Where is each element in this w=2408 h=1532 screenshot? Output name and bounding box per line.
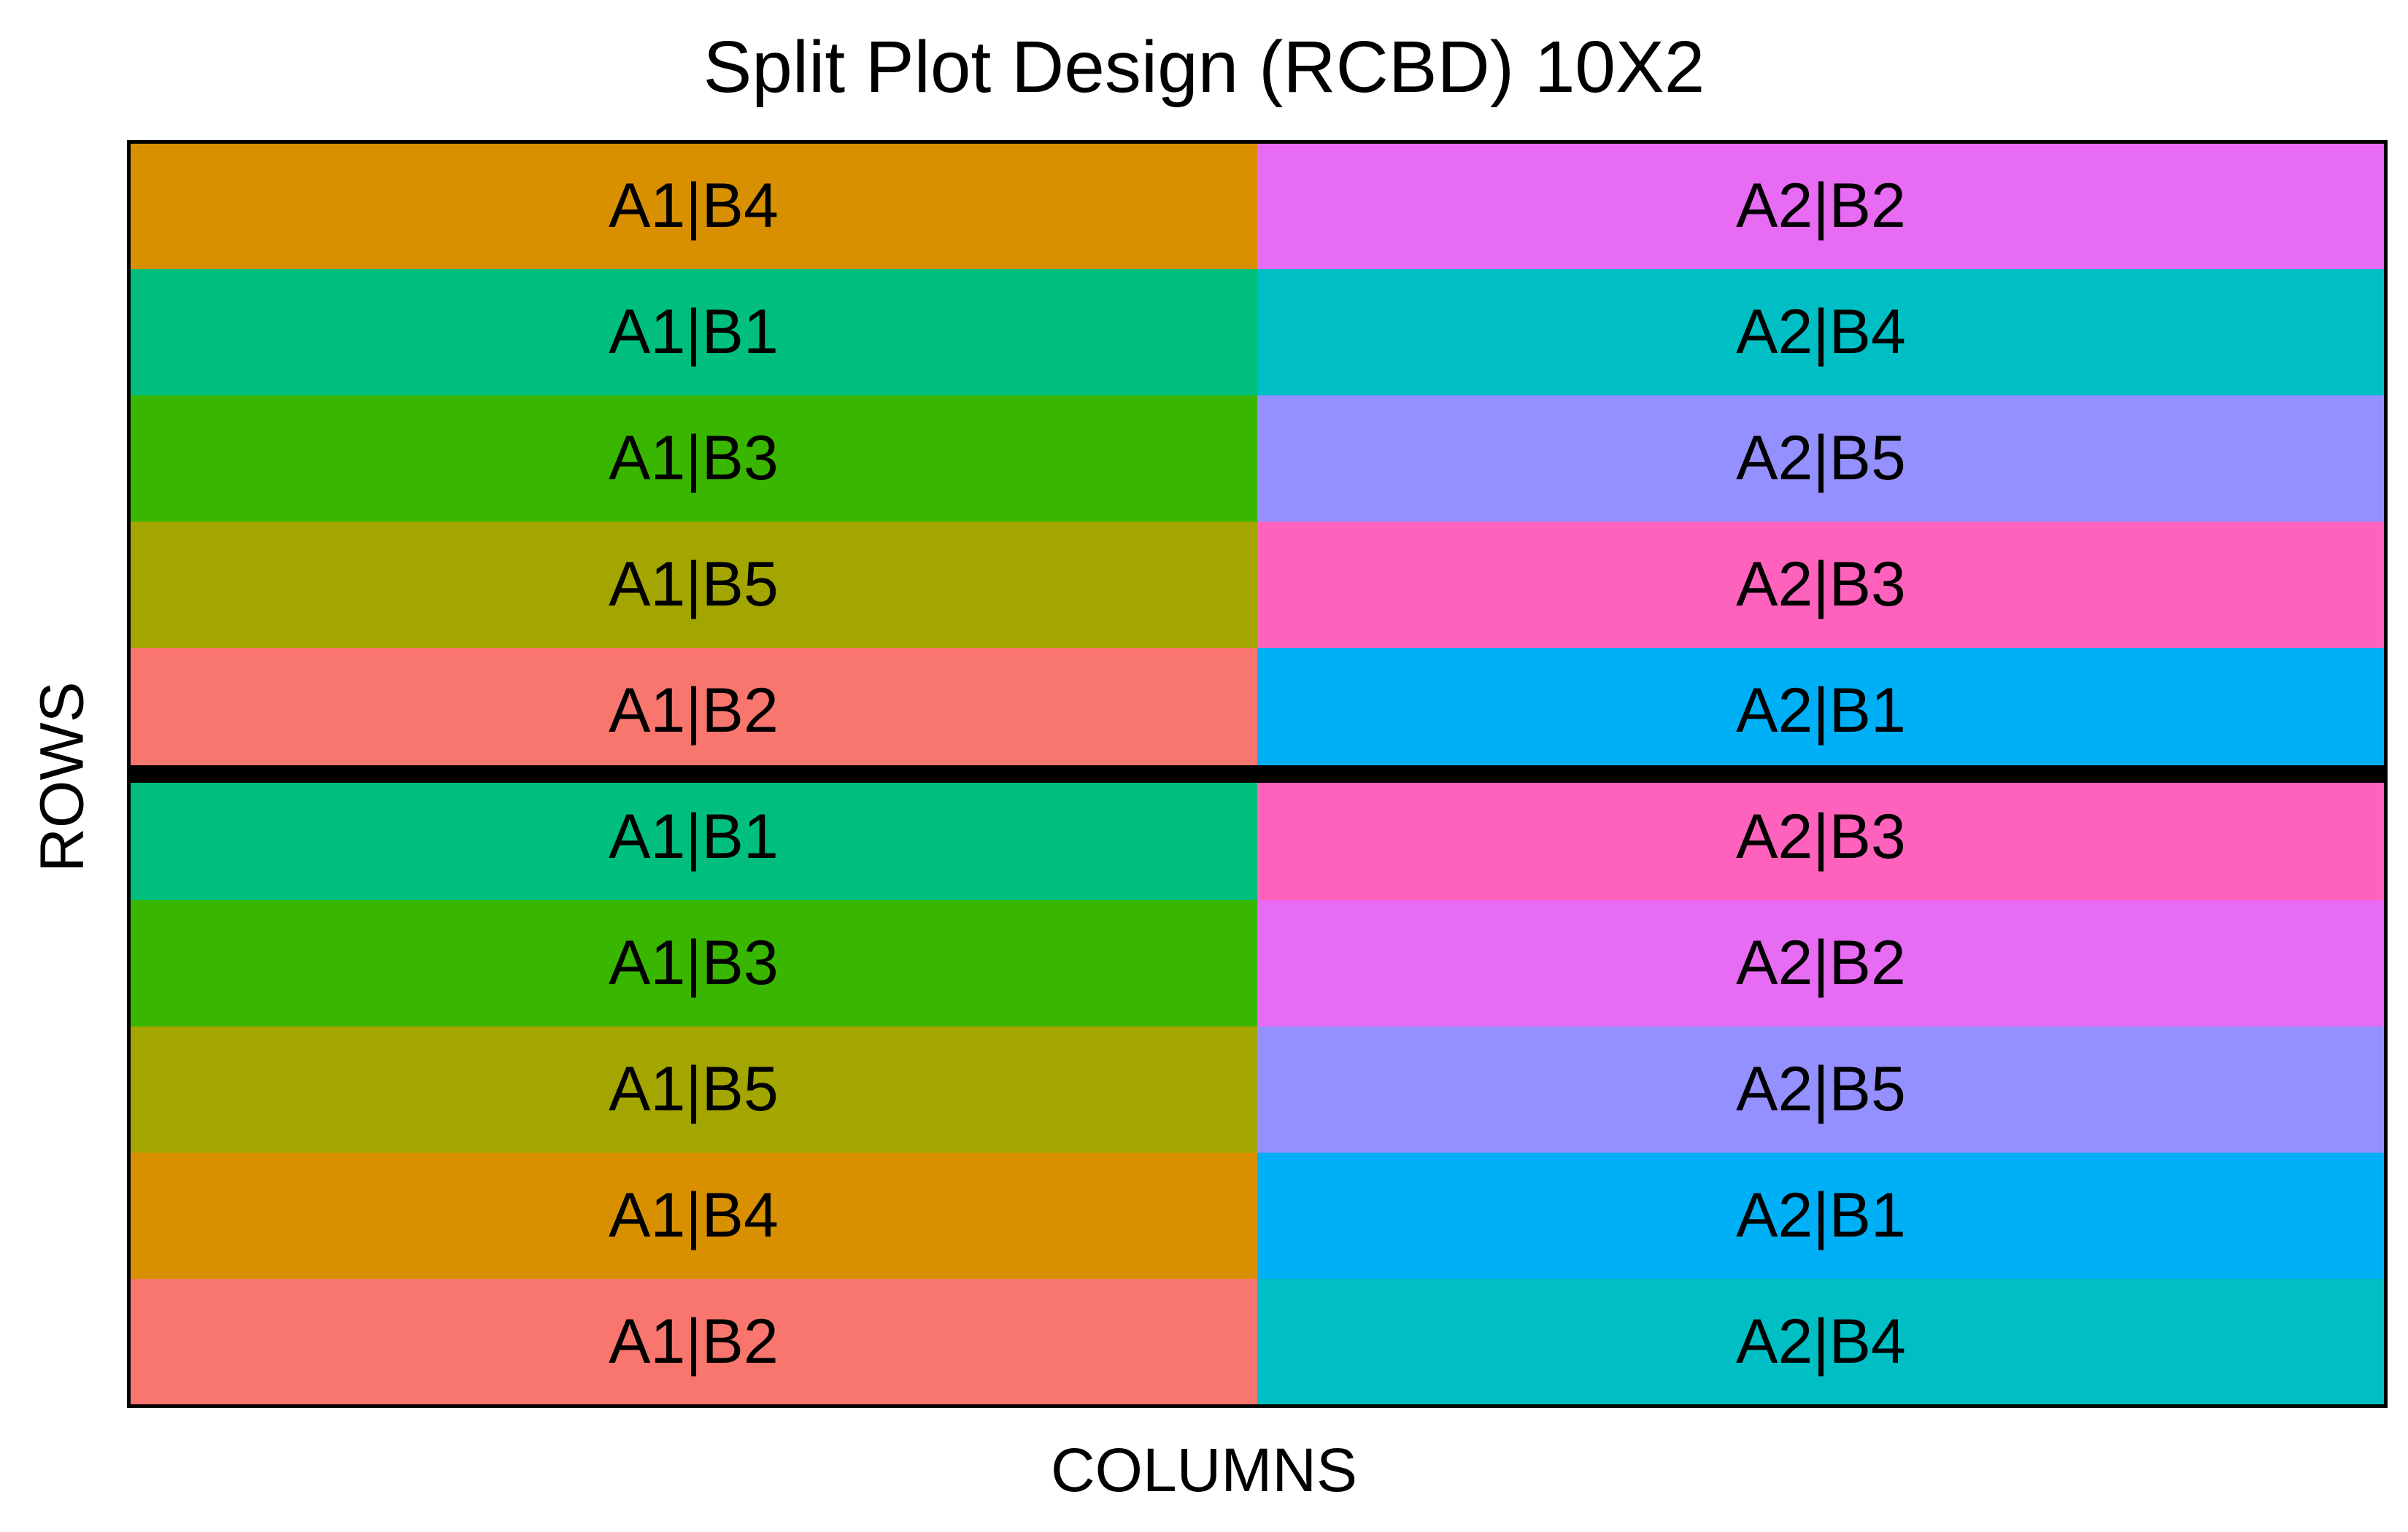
plot-cell: A1|B1: [130, 774, 1257, 900]
plot-cell: A2|B1: [1257, 648, 2385, 774]
plot-cell: A2|B3: [1257, 774, 2385, 900]
plot-cell: A1|B2: [130, 648, 1257, 774]
plot-cell: A1|B5: [130, 1026, 1257, 1153]
y-axis-line: [127, 140, 131, 1408]
plot-cell: A1|B4: [130, 143, 1257, 269]
field-layout-grid: A1|B4 A1|B1 A1|B3 A1|B5 A1|B2 A1|B1 A1|B…: [130, 143, 2385, 1405]
plot-cell: A2|B2: [1257, 900, 2385, 1026]
plot-cell: A2|B3: [1257, 522, 2385, 648]
plot-cell: A1|B3: [130, 395, 1257, 522]
plot-cell: A1|B5: [130, 522, 1257, 648]
x-axis-line: [127, 1404, 2388, 1408]
block-divider-line: [130, 765, 2385, 783]
plot-cell: A2|B4: [1257, 269, 2385, 395]
plot-cell: A1|B3: [130, 900, 1257, 1026]
plot-border-top: [127, 140, 2388, 144]
plot-cell: A2|B4: [1257, 1279, 2385, 1405]
plot-cell: A2|B2: [1257, 143, 2385, 269]
plot-cell: A1|B2: [130, 1279, 1257, 1405]
column-1: A1|B4 A1|B1 A1|B3 A1|B5 A1|B2 A1|B1 A1|B…: [130, 143, 1257, 1405]
x-axis-label: COLUMNS: [1050, 1436, 1358, 1504]
chart-title: Split Plot Design (RCBD) 10X2: [703, 26, 1705, 108]
plot-cell: A1|B1: [130, 269, 1257, 395]
y-axis-label: ROWS: [27, 681, 96, 873]
plot-border-right: [2384, 140, 2388, 1408]
column-2: A2|B2 A2|B4 A2|B5 A2|B3 A2|B1 A2|B3 A2|B…: [1257, 143, 2385, 1405]
plot-cell: A2|B5: [1257, 1026, 2385, 1153]
plot-cell: A1|B4: [130, 1153, 1257, 1279]
plot-cell: A2|B1: [1257, 1153, 2385, 1279]
plot-cell: A2|B5: [1257, 395, 2385, 522]
